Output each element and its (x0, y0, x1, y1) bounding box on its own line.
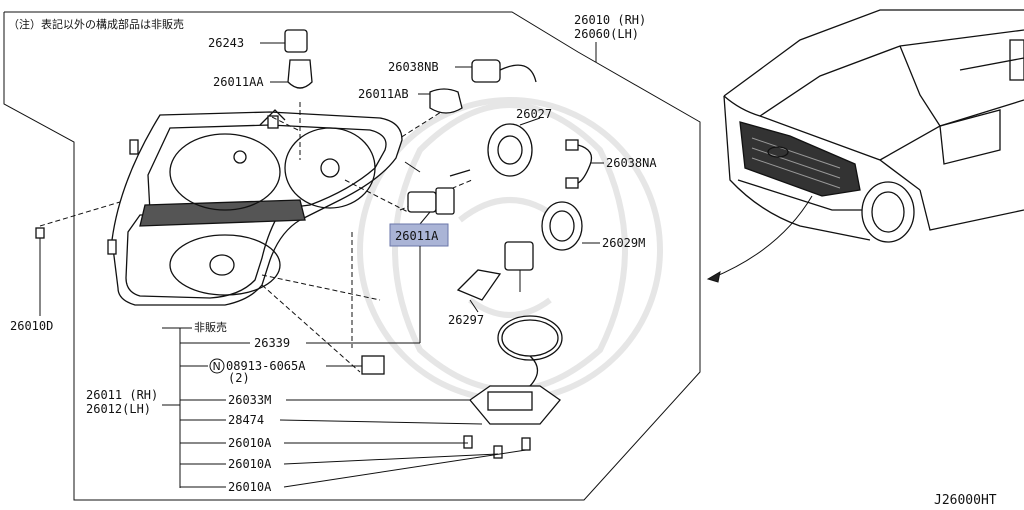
label-26038NB: 26038NB (388, 60, 439, 74)
label-26010D: 26010D (10, 319, 53, 333)
headlamp-housing (107, 109, 421, 306)
highlight-26011A (389, 223, 449, 247)
label-26012-lh: 26012(LH) (86, 402, 151, 416)
bracket-08913 (326, 355, 385, 375)
label-26029M: 26029M (602, 236, 645, 250)
screw-26010D (35, 227, 45, 316)
label-26011-rh: 26011 (RH) (86, 388, 158, 402)
label-28474: 28474 (228, 413, 264, 427)
bulb-26011A (407, 169, 471, 225)
vehicle-illustration (706, 9, 1024, 283)
hid-bulb (504, 241, 534, 292)
label-26011AA: 26011AA (213, 75, 264, 89)
drawing-code: J26000HT (934, 493, 997, 508)
bulb-26243 (260, 29, 308, 53)
label-26011A[interactable]: 26011A (395, 229, 439, 243)
label-26038NA: 26038NA (606, 156, 657, 170)
bulb-26011AA (270, 59, 313, 89)
seal-ring (497, 315, 563, 361)
label-not-sold: 非販売 (194, 321, 227, 334)
label-26339: 26339 (254, 336, 290, 350)
ballast-26033M (469, 355, 561, 425)
label-26033M: 26033M (228, 393, 271, 407)
label-26243: 26243 (208, 36, 244, 50)
assembly-frame (3, 11, 701, 501)
socket-26038NB (455, 59, 537, 83)
circle-n-badge: N (209, 358, 225, 374)
label-26010-rh: 26010 (RH) (574, 13, 646, 27)
label-26027: 26027 (516, 107, 552, 121)
label-26060-lh: 26060(LH) (574, 27, 639, 41)
label-26297: 26297 (448, 313, 484, 327)
ring-26029M (541, 201, 600, 251)
legend-bracket (162, 246, 527, 488)
cap-26027 (487, 117, 541, 177)
label-08913: 08913-6065A (226, 359, 306, 373)
label-26010A-1: 26010A (228, 436, 272, 450)
label-26010A-3: 26010A (228, 480, 272, 494)
bulb-26011AB (418, 88, 463, 114)
connector-26038NA (565, 139, 604, 189)
note-text: （注）表記以外の構成部品は非販売 (8, 17, 184, 31)
bulb-26297 (456, 269, 502, 313)
circle-n-text: N (213, 360, 221, 373)
label-26011AB: 26011AB (358, 87, 409, 101)
label-08913-qty: (2) (228, 371, 250, 385)
label-26010A-2: 26010A (228, 457, 272, 471)
